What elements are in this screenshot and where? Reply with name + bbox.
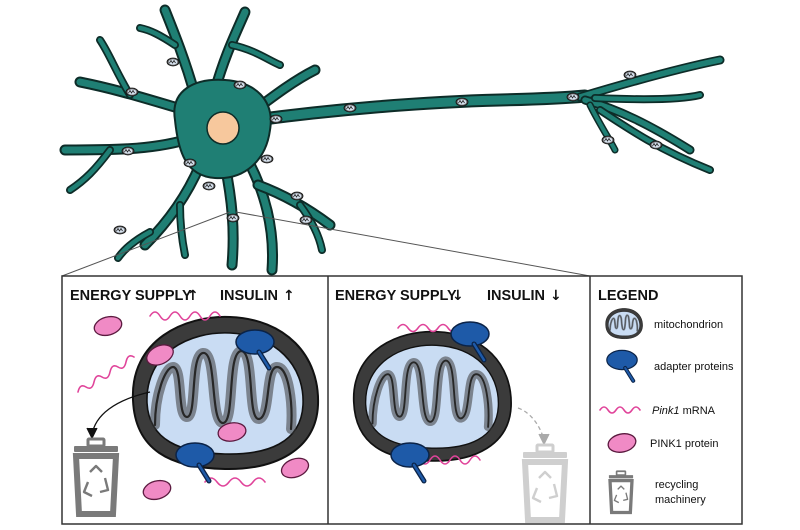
panel2-insulin-label: INSULIN: [487, 288, 545, 304]
legend-item-pink1: PINK1 protein: [605, 430, 718, 456]
recycling-bin-icon: [74, 439, 118, 514]
legend-label-recycling-2: machinery: [655, 494, 706, 506]
adapter-protein-icon: [607, 350, 637, 380]
recycling-bin-faded-icon: [523, 445, 567, 520]
legend-item-mitochondrion: mitochondrion: [604, 307, 723, 340]
legend-item-adapter: adapter proteins: [607, 350, 734, 380]
pink1-mrna-squiggles: [77, 311, 266, 487]
panel-low-energy: ENERGY SUPPLY ↓ INSULIN ↓: [335, 288, 567, 520]
pink1-mrna-icon: [599, 406, 641, 414]
legend-label-adapter: adapter proteins: [654, 361, 734, 373]
panel2-energy-arrow: ↓: [452, 288, 464, 304]
legend-item-recycling: recycling machinery: [607, 469, 706, 515]
legend-item-mrna: Pink1 mRNA: [599, 405, 716, 417]
panel-frames: [61, 275, 743, 525]
axon: [248, 55, 725, 174]
panel1-insulin-label: INSULIN: [220, 288, 278, 304]
panel2-insulin-arrow: ↓: [550, 288, 562, 304]
panel-high-energy: ENERGY SUPPLY ↑ INSULIN ↑: [70, 288, 318, 514]
legend-label-pink1: PINK1 protein: [650, 438, 718, 450]
mitochondrion-large: [354, 332, 511, 461]
recycling-bin-icon: [607, 469, 635, 515]
panel1-energy-label: ENERGY SUPPLY: [70, 288, 192, 304]
mitochondrion-icon: [604, 307, 644, 340]
panel1-insulin-arrow: ↑: [283, 288, 295, 304]
adapter-protein: [391, 443, 429, 481]
nucleus: [206, 111, 240, 145]
legend-label-mitochondrion: mitochondrion: [654, 319, 723, 331]
recycling-arrow-faded: [517, 407, 550, 446]
legend-title: LEGEND: [598, 288, 658, 304]
legend-label-recycling-1: recycling: [655, 479, 698, 491]
mitochondrion-large: [133, 317, 318, 469]
zoom-lines: [61, 211, 591, 277]
panel2-energy-label: ENERGY SUPPLY: [335, 288, 457, 304]
adapter-protein: [176, 443, 214, 481]
legend-label-mrna: Pink1 mRNA: [652, 405, 716, 417]
pink1-protein-icon: [605, 430, 639, 456]
panel1-energy-arrow: ↑: [187, 288, 199, 304]
legend: LEGEND mitochondrion adapter proteins Pi…: [598, 288, 734, 515]
neuron: [59, 4, 725, 276]
